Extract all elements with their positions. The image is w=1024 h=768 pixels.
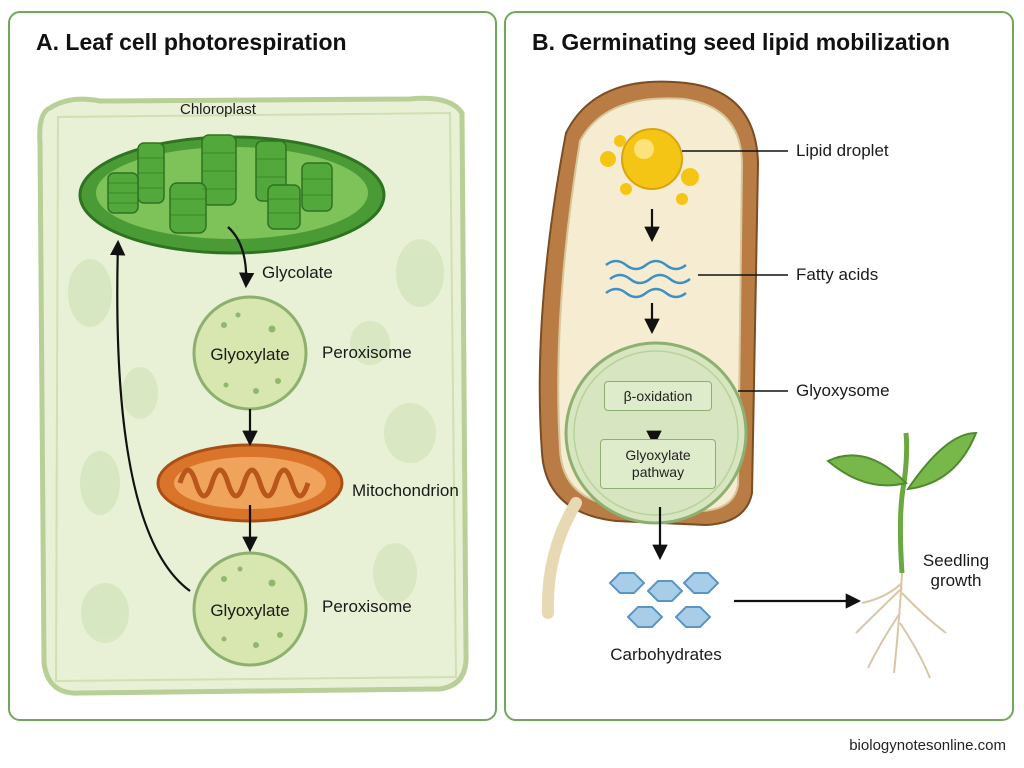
label-glycolate: Glycolate [262, 263, 333, 282]
seedling [826, 431, 978, 679]
label-peroxisome-2: Peroxisome [322, 597, 412, 616]
seed-illustration [538, 80, 978, 679]
glyoxysome [564, 341, 748, 525]
label-carbohydrates: Carbohydrates [610, 645, 722, 664]
label-glyoxylate-pathway-line1: Glyoxylate [625, 447, 691, 463]
label-chloroplast: Chloroplast [180, 101, 256, 118]
panel-seed-germination: B. Germinating seed lipid mobilization [504, 11, 1014, 721]
mitochondrion [156, 443, 344, 523]
label-lipid-droplet: Lipid droplet [796, 141, 889, 160]
chloroplast [78, 134, 386, 255]
beta-oxidation-box: β-oxidation [604, 381, 712, 411]
label-beta-oxidation: β-oxidation [623, 387, 693, 404]
label-mitochondrion: Mitochondrion [352, 481, 459, 500]
fatty-acids [605, 259, 691, 299]
label-glyoxysome: Glyoxysome [796, 381, 890, 400]
peroxisome-2 [192, 551, 308, 667]
label-glyoxylate-2: Glyoxylate [210, 601, 290, 620]
label-glyoxylate-pathway-line2: pathway [631, 464, 685, 480]
glyoxylate-pathway-box: Glyoxylate pathway [600, 439, 716, 489]
panel-leaf-cell: A. Leaf cell photorespiration [8, 11, 497, 721]
label-peroxisome-1: Peroxisome [322, 343, 412, 362]
label-seedling-line1: Seedling [922, 551, 990, 570]
label-fatty-acids: Fatty acids [796, 265, 879, 284]
panel-b-title: B. Germinating seed lipid mobilization [532, 29, 950, 55]
carbohydrates [608, 572, 720, 628]
label-glyoxylate-1: Glyoxylate [210, 345, 290, 364]
label-seedling-line2: growth [930, 571, 982, 590]
leaf-cell-illustration [37, 95, 469, 696]
panel-a-title: A. Leaf cell photorespiration [36, 29, 347, 55]
credit-text: biologynotesonline.com [849, 737, 1006, 754]
lipid-droplet [600, 128, 699, 205]
